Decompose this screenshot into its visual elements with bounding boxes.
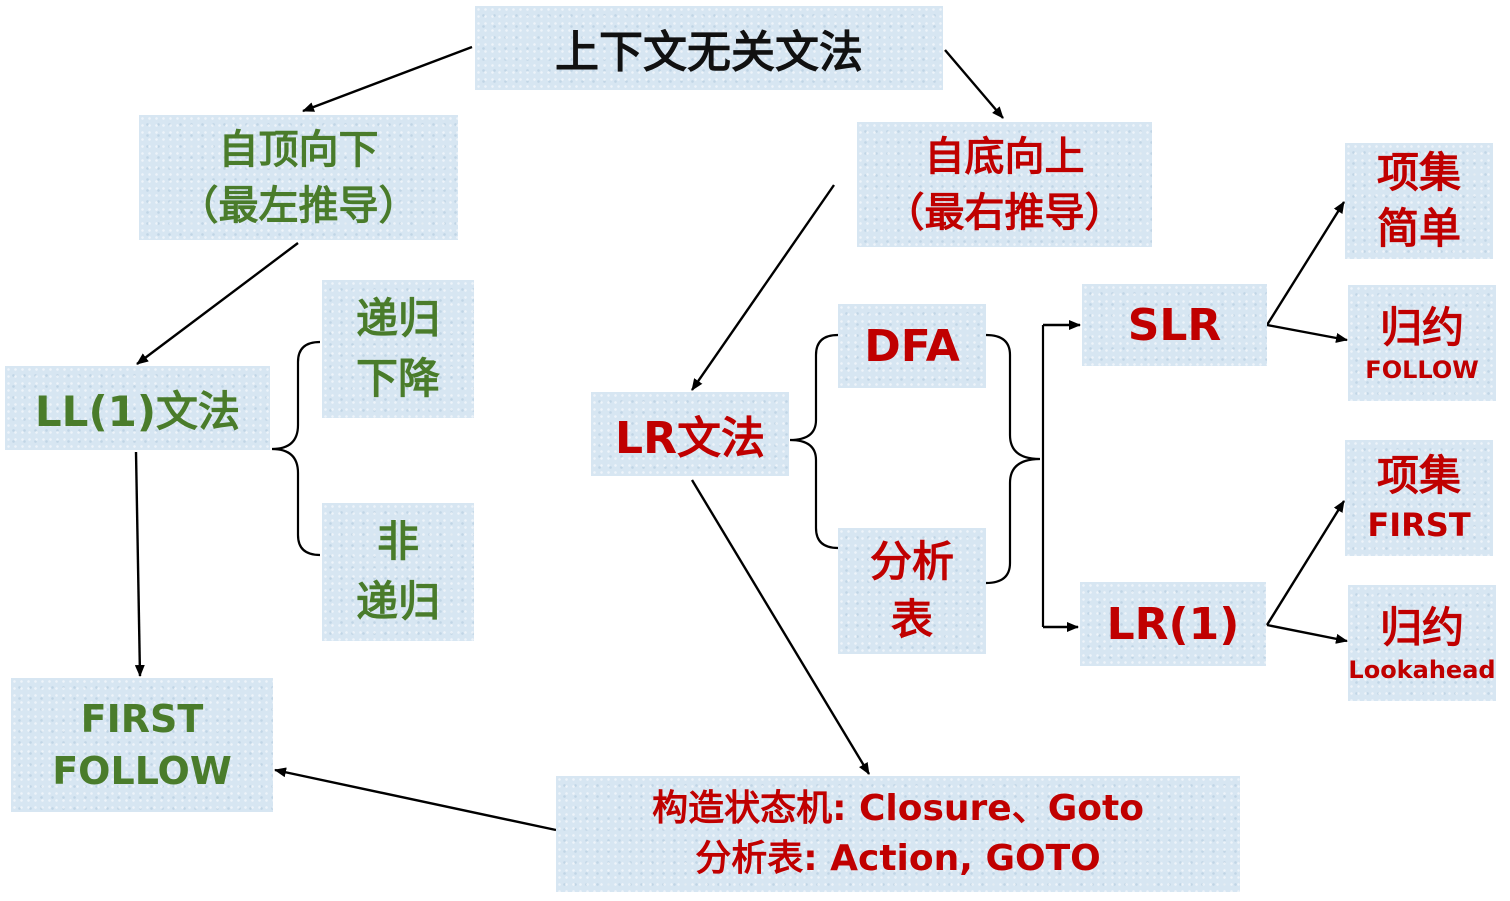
- node-lr1-items: 项集 FIRST: [1345, 440, 1493, 556]
- arrow-construct-to-firstfollow: [274, 767, 557, 832]
- node-top-down-line2: （最左推导）: [178, 182, 419, 229]
- node-lr-label: LR文法: [615, 413, 765, 464]
- arrow-lr-to-construct: [690, 479, 871, 775]
- node-slr-items-line2: 简单: [1376, 204, 1461, 253]
- node-top-down: 自顶向下 （最左推导）: [139, 115, 458, 240]
- arrow-lr1-to-reduce: [1266, 623, 1348, 644]
- node-cfg-label: 上下文无关文法: [555, 27, 863, 78]
- brace-lr-right: [985, 333, 1041, 585]
- node-lr1-label: LR(1): [1106, 598, 1240, 650]
- node-first-follow: FIRST FOLLOW: [11, 678, 273, 812]
- node-construct-line1: 构造状态机: Closure、Goto: [652, 788, 1144, 829]
- node-bottom-up: 自底向上 （最右推导）: [857, 122, 1152, 247]
- brace-lr-left: [789, 333, 839, 550]
- node-first-follow-line2: FOLLOW: [52, 749, 232, 793]
- node-bottom-up-line2: （最右推导）: [884, 189, 1125, 236]
- node-table: 分析 表: [838, 528, 986, 654]
- node-slr-reduce-sub: FOLLOW: [1365, 356, 1479, 384]
- node-slr-reduce: 归约 FOLLOW: [1348, 285, 1496, 401]
- node-recursive-descent: 递归 下降: [322, 280, 474, 418]
- arrow-ll1-to-firstfollow: [134, 451, 145, 677]
- arrow-slr-to-items: [1265, 201, 1346, 326]
- node-table-line1: 分析: [869, 537, 954, 586]
- node-top-down-line1: 自顶向下: [218, 126, 379, 173]
- arrow-cfg-to-topdown: [302, 45, 473, 113]
- node-recursive-line2: 下降: [355, 354, 440, 403]
- arrow-slr-to-reduce: [1266, 323, 1348, 343]
- node-table-line2: 表: [890, 595, 933, 644]
- node-lr1-reduce-sub: Lookahead: [1348, 656, 1496, 684]
- node-construct: 构造状态机: Closure、Goto 分析表: Action, GOTO: [556, 776, 1240, 892]
- node-slr-items-line1: 项集: [1376, 148, 1461, 197]
- node-cfg: 上下文无关文法: [475, 6, 943, 90]
- arrow-topdown-to-ll1: [136, 242, 299, 365]
- node-lr1-reduce-label: 归约: [1379, 603, 1464, 652]
- node-construct-line2: 分析表: Action, GOTO: [695, 838, 1101, 879]
- arrow-lr1-to-items: [1265, 500, 1346, 626]
- node-non-recursive-line2: 递归: [355, 577, 440, 626]
- brace-ll1: [271, 340, 321, 557]
- node-lr1-reduce: 归约 Lookahead: [1348, 585, 1496, 701]
- node-recursive-line1: 递归: [355, 294, 440, 343]
- node-first-follow-line1: FIRST: [80, 697, 204, 741]
- node-lr1-items-line1: 项集: [1376, 451, 1461, 500]
- node-lr1: LR(1): [1080, 582, 1266, 666]
- node-ll1-label: LL(1)文法: [34, 386, 241, 436]
- node-non-recursive: 非 递归: [322, 503, 474, 641]
- node-lr1-items-line2: FIRST: [1367, 506, 1471, 544]
- node-dfa-label: DFA: [864, 320, 960, 372]
- node-slr-label: SLR: [1127, 299, 1222, 351]
- node-slr-reduce-label: 归约: [1379, 303, 1464, 352]
- node-slr-items: 项集 简单: [1345, 143, 1493, 259]
- arrow-cfg-to-bottomup: [944, 49, 1004, 119]
- node-dfa: DFA: [838, 304, 986, 388]
- arrow-bottomup-to-lr: [691, 184, 835, 391]
- node-slr: SLR: [1082, 284, 1267, 366]
- node-ll1: LL(1)文法: [5, 366, 270, 450]
- node-lr: LR文法: [591, 392, 789, 476]
- node-bottom-up-line1: 自底向上: [924, 133, 1085, 180]
- node-non-recursive-line1: 非: [376, 517, 419, 566]
